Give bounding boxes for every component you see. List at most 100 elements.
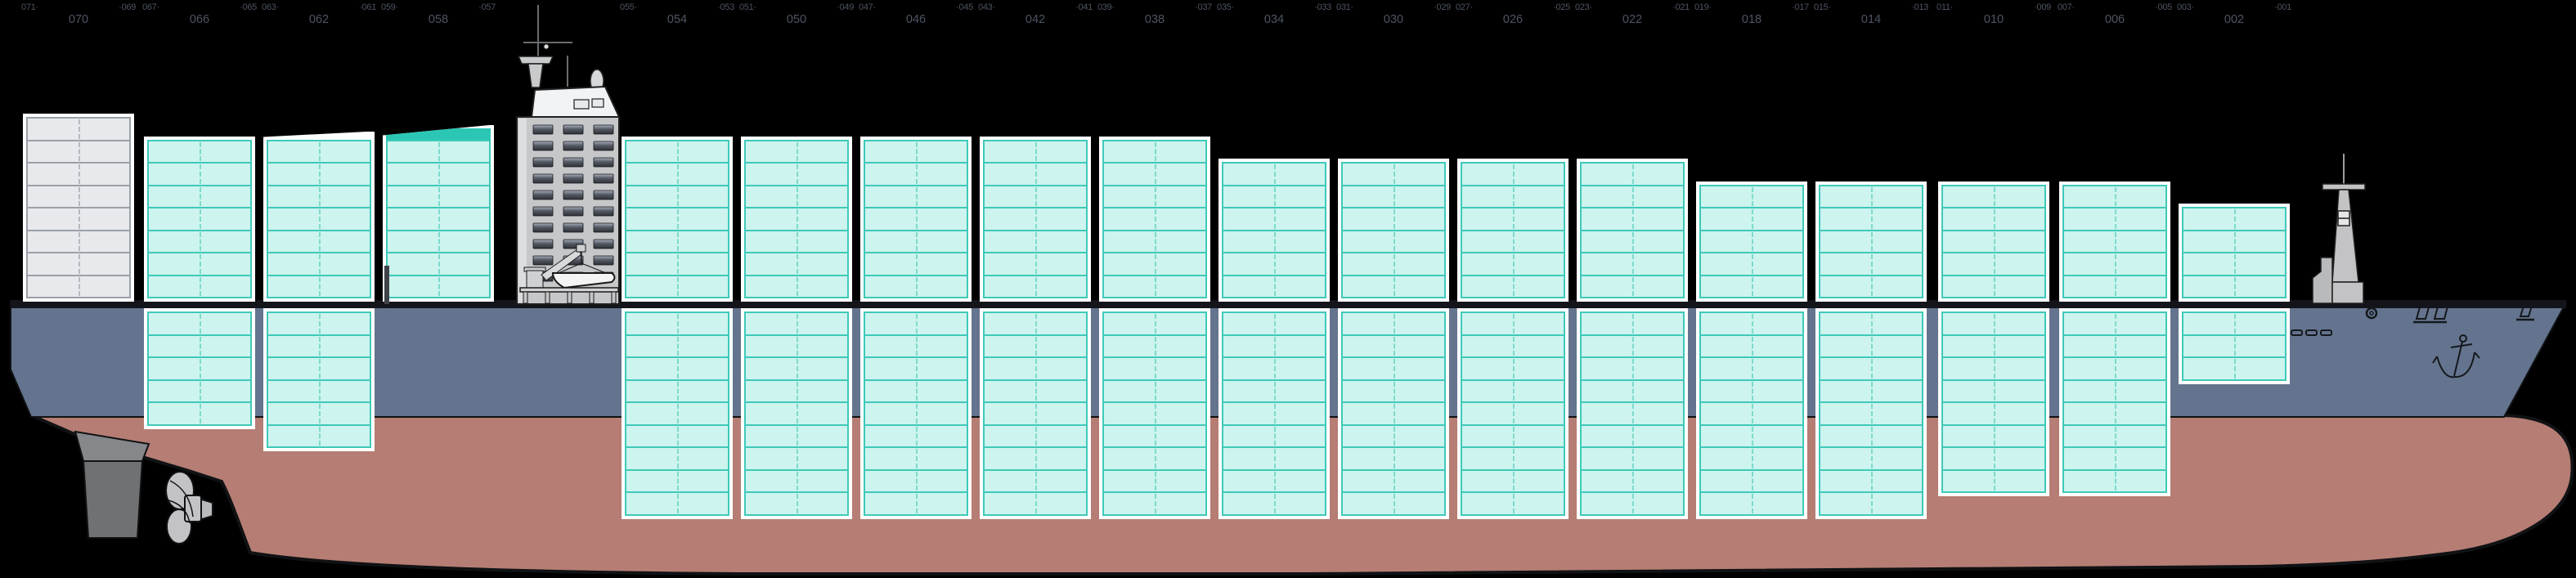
container-row — [1941, 356, 2046, 381]
container-stack-below — [1099, 308, 1210, 519]
container-row — [2062, 401, 2167, 426]
accommodation-window — [532, 173, 554, 184]
bay-number-odd-right: ·037 — [1195, 2, 1212, 12]
container-row — [1699, 468, 1804, 493]
bay-number-odd-left: 027· — [1456, 2, 1473, 12]
container-row — [1341, 334, 1446, 358]
container-row — [983, 274, 1088, 298]
container-stack-above — [860, 136, 972, 302]
container-stack-above — [1577, 159, 1688, 302]
bow-fittings — [2291, 305, 2534, 336]
chock-icon — [2415, 307, 2430, 320]
container-row — [864, 184, 968, 208]
container-stack-below — [1938, 308, 2049, 496]
accommodation-window — [593, 222, 614, 233]
container-row — [386, 162, 491, 186]
container-row — [1341, 446, 1446, 471]
container-row — [1341, 423, 1446, 448]
bay-number-main: 014 — [1860, 13, 1882, 26]
container-stack-above — [1815, 181, 1927, 302]
container-row — [625, 334, 729, 358]
container-row — [744, 423, 849, 448]
container-row — [1341, 491, 1446, 516]
container-row — [744, 356, 849, 381]
container-row — [2182, 311, 2287, 336]
container-row — [864, 252, 968, 276]
container-row — [864, 379, 968, 403]
bay-pair-numbers: 051··049 — [738, 2, 855, 13]
container-row — [1699, 356, 1804, 381]
container-stack-above — [1338, 159, 1449, 302]
container-row — [1580, 423, 1685, 448]
container-row — [386, 274, 491, 298]
container-row — [267, 162, 371, 186]
container-row — [1580, 334, 1685, 358]
container-row — [1341, 274, 1446, 298]
container-row — [2062, 207, 2167, 231]
container-row — [1580, 229, 1685, 253]
container-row — [744, 491, 849, 516]
container-row — [1102, 139, 1207, 164]
container-row — [625, 184, 729, 208]
container-row — [1699, 446, 1804, 471]
container-row — [864, 207, 968, 231]
container-row — [864, 334, 968, 358]
accommodation-window — [532, 255, 554, 266]
container-row — [1580, 468, 1685, 493]
accommodation-window — [563, 190, 584, 200]
container-row — [744, 468, 849, 493]
container-row — [2062, 252, 2167, 276]
container-row — [864, 162, 968, 186]
container-row — [983, 252, 1088, 276]
bay-number-odd-right: ·005 — [2155, 2, 2172, 12]
container-row — [26, 252, 131, 276]
container-stack-below — [263, 308, 375, 451]
container-row — [625, 274, 729, 298]
container-row — [2062, 229, 2167, 253]
container-row — [1461, 252, 1565, 276]
container-stack-below — [741, 308, 852, 519]
accommodation-window — [593, 157, 614, 168]
container-row — [2062, 274, 2167, 298]
container-row — [1461, 468, 1565, 493]
container-row — [1222, 491, 1326, 516]
container-stack-below — [1218, 308, 1330, 519]
container-stack-above — [1457, 159, 1568, 302]
container-row — [267, 401, 371, 426]
container-row — [147, 379, 252, 403]
container-row — [625, 311, 729, 336]
bay-number-odd-right: ·017 — [1792, 2, 1809, 12]
container-stack-below — [1577, 308, 1688, 519]
container-row — [983, 491, 1088, 516]
lifeboat-davit — [523, 244, 607, 289]
container-row — [1341, 207, 1446, 231]
bay-pair-numbers: 043··041 — [976, 2, 1094, 13]
container-row — [2062, 184, 2167, 208]
container-row — [1699, 184, 1804, 208]
container-row — [1102, 274, 1207, 298]
container-row — [2182, 334, 2287, 358]
container-row — [1580, 184, 1685, 208]
container-row — [267, 356, 371, 381]
bay-pair-numbers: 003··001 — [2175, 2, 2293, 13]
container-stack-above — [383, 124, 494, 302]
bay-number-odd-left: 019· — [1694, 2, 1712, 12]
container-row — [2182, 207, 2287, 231]
container-row — [26, 184, 131, 208]
container-row — [744, 446, 849, 471]
bay-number-main: 038 — [1144, 13, 1165, 26]
container-row — [1819, 334, 1923, 358]
container-row — [1222, 423, 1326, 448]
container-row — [1941, 229, 2046, 253]
bay-pair-numbers: 031··029 — [1335, 2, 1452, 13]
accommodation-window — [563, 206, 584, 217]
container-row — [267, 252, 371, 276]
boat-deck-platform — [519, 287, 619, 293]
bay-pair-numbers: 047··045 — [857, 2, 975, 13]
container-row — [744, 311, 849, 336]
accommodation-window — [593, 141, 614, 151]
container-row — [744, 274, 849, 298]
container-row — [267, 423, 371, 448]
bridge-window — [573, 99, 590, 110]
